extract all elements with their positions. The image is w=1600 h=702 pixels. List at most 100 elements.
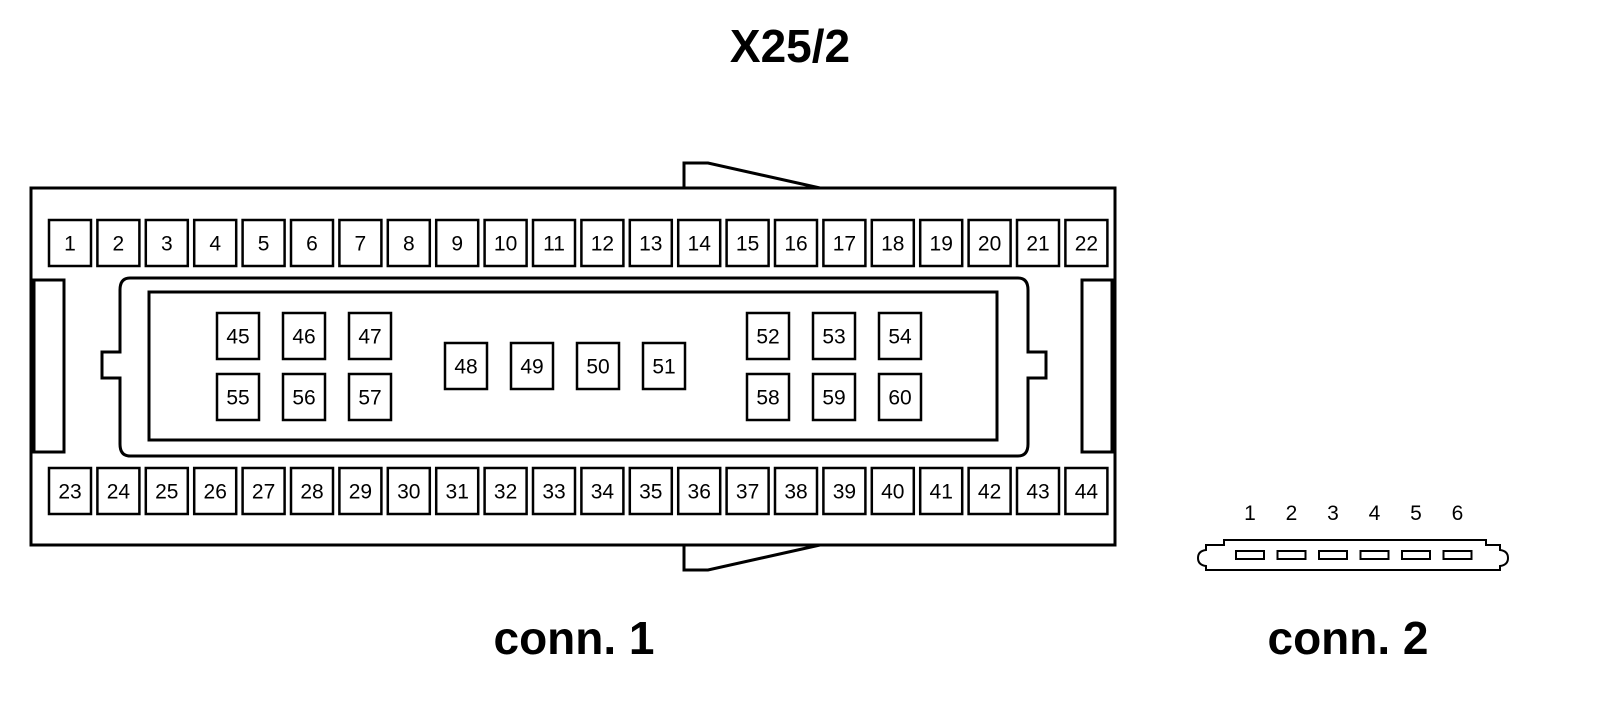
pin-29: 29 [338, 466, 383, 516]
pin-label: 38 [784, 481, 807, 504]
connector-2-slot [1401, 550, 1431, 560]
pin-33: 33 [531, 466, 577, 516]
pin-box [215, 311, 261, 361]
bottom-latch [682, 543, 821, 572]
pin-label: 50 [586, 356, 609, 379]
pin-label: 47 [358, 326, 381, 349]
pin-box [745, 372, 791, 422]
pin-box [483, 218, 528, 268]
pin-label: 15 [736, 233, 759, 256]
pin-box [509, 341, 555, 391]
pin-label: 24 [107, 481, 131, 504]
connector-2-slot [1359, 550, 1390, 560]
pin-label: 20 [978, 233, 1001, 256]
pin-box [281, 311, 327, 361]
pin-box [144, 466, 190, 516]
pin-box [773, 466, 819, 516]
pin-label: 48 [454, 356, 477, 379]
pin-23: 23 [47, 466, 93, 516]
pin-label: 21 [1026, 233, 1049, 256]
pin-label: 35 [639, 481, 662, 504]
pin-45: 45 [215, 311, 261, 361]
pin-box [1064, 218, 1109, 268]
connector-2-pin-number: 2 [1286, 502, 1298, 525]
pin-50: 50 [575, 341, 621, 391]
pin-11: 11 [531, 218, 577, 268]
pin-47: 47 [347, 311, 393, 361]
pin-box [386, 218, 432, 268]
pin-box [918, 466, 964, 516]
pin-box [338, 466, 383, 516]
pin-27: 27 [241, 466, 286, 516]
pin-label: 14 [688, 233, 712, 256]
pin-label: 57 [358, 387, 381, 410]
pin-28: 28 [289, 466, 335, 516]
pin-box [580, 466, 625, 516]
pin-label: 17 [833, 233, 856, 256]
pin-16: 16 [773, 218, 819, 268]
pin-label: 10 [494, 233, 517, 256]
pin-label: 59 [822, 387, 845, 410]
pin-box [434, 218, 480, 268]
pin-label: 13 [639, 233, 662, 256]
pin-label: 19 [930, 233, 953, 256]
left-guide [32, 278, 66, 454]
pin-6: 6 [289, 218, 335, 268]
pin-label: 52 [756, 326, 779, 349]
pin-label: 23 [58, 481, 81, 504]
pin-label: 6 [306, 233, 318, 256]
pin-box [192, 218, 238, 268]
pin-13: 13 [628, 218, 674, 268]
pin-label: 60 [888, 387, 911, 410]
pin-38: 38 [773, 466, 819, 516]
pin-box [347, 372, 393, 422]
pin-box [822, 218, 867, 268]
pin-21: 21 [1015, 218, 1061, 268]
pin-35: 35 [628, 466, 674, 516]
pin-box [443, 341, 489, 391]
pin-5: 5 [241, 218, 286, 268]
pin-30: 30 [386, 466, 432, 516]
pin-20: 20 [967, 218, 1012, 268]
pin-box [241, 218, 286, 268]
pin-box [531, 466, 577, 516]
pin-label: 12 [591, 233, 614, 256]
pin-box [676, 466, 722, 516]
pin-label: 56 [292, 387, 315, 410]
pin-3: 3 [144, 218, 190, 268]
pin-58: 58 [745, 372, 791, 422]
pin-label: 32 [494, 481, 517, 504]
pin-43: 43 [1015, 466, 1061, 516]
pin-label: 26 [204, 481, 227, 504]
connector-2-pin-number: 4 [1369, 502, 1381, 525]
pin-18: 18 [870, 218, 916, 268]
pin-2: 2 [96, 218, 141, 268]
right-guide [1080, 278, 1114, 454]
pin-box [215, 372, 261, 422]
connector-2-label: conn. 2 [1267, 612, 1428, 664]
pin-label: 33 [542, 481, 565, 504]
pin-label: 1 [64, 233, 76, 256]
pin-box [281, 372, 327, 422]
pin-41: 41 [918, 466, 964, 516]
pin-19: 19 [918, 218, 964, 268]
pin-label: 51 [652, 356, 675, 379]
pin-box [575, 341, 621, 391]
pin-54: 54 [877, 311, 923, 361]
connector-2-pin-number: 6 [1452, 502, 1464, 525]
pin-9: 9 [434, 218, 480, 268]
pin-label: 53 [822, 326, 845, 349]
pin-label: 11 [543, 233, 565, 256]
pin-box [725, 218, 770, 268]
top-latch [682, 161, 821, 190]
pin-53: 53 [811, 311, 857, 361]
pin-box [918, 218, 964, 268]
pin-label: 54 [888, 326, 912, 349]
pin-17: 17 [822, 218, 867, 268]
pin-60: 60 [877, 372, 923, 422]
pin-59: 59 [811, 372, 857, 422]
pin-box [877, 372, 923, 422]
